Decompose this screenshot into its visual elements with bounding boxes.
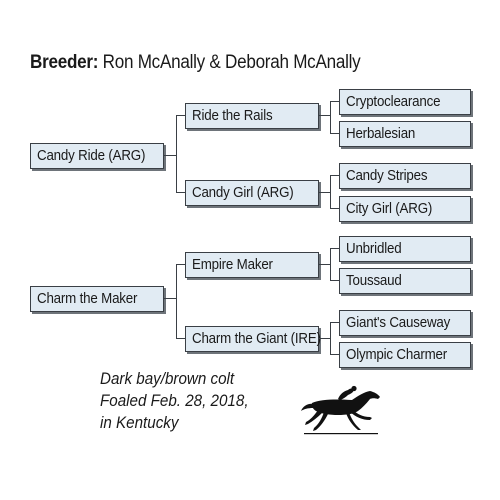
connector-line — [330, 101, 331, 134]
dam-dam-box: Charm the Giant (IRE) — [185, 326, 321, 352]
breeder-value: Ron McAnally & Deborah McAnally — [102, 52, 361, 73]
dam-sire-box: Empire Maker — [185, 252, 319, 278]
dam-dam-sire-box: Giant's Causeway — [339, 310, 471, 336]
connector-line — [176, 264, 185, 265]
connector-line — [330, 248, 331, 281]
dam-dam-dam-name: Olympic Charmer — [346, 347, 448, 363]
connector-line — [164, 155, 176, 156]
dam-dam-name: Charm the Giant (IRE) — [192, 331, 321, 347]
description-line-3: in Kentucky — [100, 414, 179, 432]
connector-line — [176, 192, 185, 193]
connector-line — [330, 175, 339, 176]
sire-sire-sire-name: Cryptoclearance — [346, 94, 441, 110]
connector-line — [330, 354, 339, 355]
connector-line — [330, 322, 331, 355]
connector-line — [319, 115, 330, 116]
connector-line — [176, 115, 185, 116]
sire-sire-dam-name: Herbalesian — [346, 126, 416, 142]
dam-sire-dam-name: Toussaud — [346, 273, 402, 289]
connector-line — [330, 208, 339, 209]
connector-line — [330, 280, 339, 281]
dam-sire-name: Empire Maker — [192, 257, 273, 273]
sire-sire-dam-box: Herbalesian — [339, 121, 471, 147]
connector-line — [319, 264, 330, 265]
connector-line — [176, 264, 177, 339]
connector-line — [330, 175, 331, 209]
connector-line — [330, 101, 339, 102]
breeder-label: Breeder: — [30, 52, 99, 73]
connector-line — [176, 115, 177, 193]
sire-dam-dam-box: City Girl (ARG) — [339, 196, 471, 222]
horse-description: Dark bay/brown colt Foaled Feb. 28, 2018… — [100, 368, 249, 434]
connector-line — [330, 322, 339, 323]
sire-sire-box: Ride the Rails — [185, 103, 319, 129]
description-line-2: Foaled Feb. 28, 2018, — [100, 392, 249, 410]
dam-sire-sire-box: Unbridled — [339, 236, 471, 262]
sire-sire-name: Ride the Rails — [192, 108, 273, 124]
connector-line — [319, 192, 330, 193]
dam-name: Charm the Maker — [37, 291, 138, 307]
sire-sire-sire-box: Cryptoclearance — [339, 89, 471, 115]
dam-sire-sire-name: Unbridled — [346, 241, 402, 257]
dam-sire-dam-box: Toussaud — [339, 268, 471, 294]
connector-line — [319, 338, 330, 339]
sire-dam-sire-name: Candy Stripes — [346, 168, 428, 184]
connector-line — [330, 248, 339, 249]
sire-name: Candy Ride (ARG) — [37, 148, 146, 164]
dam-box: Charm the Maker — [30, 286, 164, 312]
sire-dam-dam-name: City Girl (ARG) — [346, 201, 433, 217]
connector-line — [330, 133, 339, 134]
sire-dam-box: Candy Girl (ARG) — [185, 180, 319, 206]
connector-line — [176, 338, 185, 339]
dam-dam-sire-name: Giant's Causeway — [346, 315, 451, 331]
dam-dam-dam-box: Olympic Charmer — [339, 342, 471, 368]
racehorse-silhouette-icon — [301, 385, 380, 435]
breeder-line: Breeder: Ron McAnally & Deborah McAnally — [30, 52, 361, 74]
description-line-1: Dark bay/brown colt — [100, 370, 235, 388]
sire-dam-sire-box: Candy Stripes — [339, 163, 471, 189]
sire-box: Candy Ride (ARG) — [30, 143, 164, 169]
connector-line — [164, 298, 176, 299]
sire-dam-name: Candy Girl (ARG) — [192, 185, 294, 201]
